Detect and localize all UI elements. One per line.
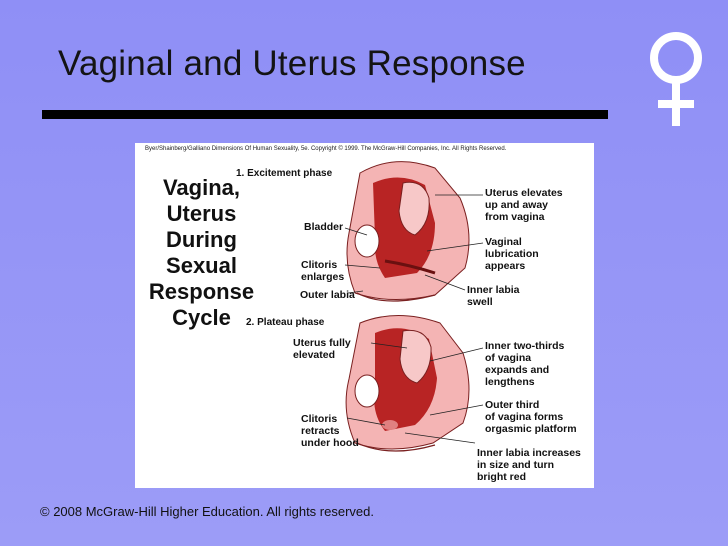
label-outer-third: Outer third of vagina forms orgasmic pla… xyxy=(485,399,577,435)
label-outer-labia: Outer labia xyxy=(300,289,355,301)
label-clitoris-retracts: Clitoris retracts under hood xyxy=(301,413,359,449)
copyright-footer: © 2008 McGraw-Hill Higher Education. All… xyxy=(40,504,374,519)
venus-symbol-icon xyxy=(650,32,702,126)
phase1-title: 1. Excitement phase xyxy=(236,168,333,179)
label-uterus-elevates: Uterus elevates up and away from vagina xyxy=(485,187,563,223)
anatomy-figure: Byer/Shainberg/Galliano Dimensions Of Hu… xyxy=(135,143,594,488)
excitement-phase-illustration xyxy=(346,161,470,302)
figure-credit: Byer/Shainberg/Galliano Dimensions Of Hu… xyxy=(145,146,507,152)
title-rule xyxy=(42,110,608,119)
phase2-title: 2. Plateau phase xyxy=(246,317,325,328)
label-uterus-fully-elevated: Uterus fully elevated xyxy=(293,337,351,361)
slide-title: Vaginal and Uterus Response xyxy=(58,44,526,83)
label-inner-labia-increases: Inner labia increases in size and turn b… xyxy=(477,447,581,483)
label-leader-lines xyxy=(344,194,484,444)
label-inner-two-thirds: Inner two-thirds of vagina expands and l… xyxy=(485,340,565,388)
figure-heading: Vagina, Uterus During Sexual Response Cy… xyxy=(148,175,255,330)
anatomy-illustration xyxy=(344,161,484,452)
plateau-phase-illustration xyxy=(345,315,470,452)
label-vaginal-lubrication: Vaginal lubrication appears xyxy=(485,236,539,272)
label-bladder: Bladder xyxy=(304,221,344,233)
label-inner-labia-swell: Inner labia swell xyxy=(467,284,520,308)
label-clitoris-enlarges: Clitoris enlarges xyxy=(301,259,345,283)
